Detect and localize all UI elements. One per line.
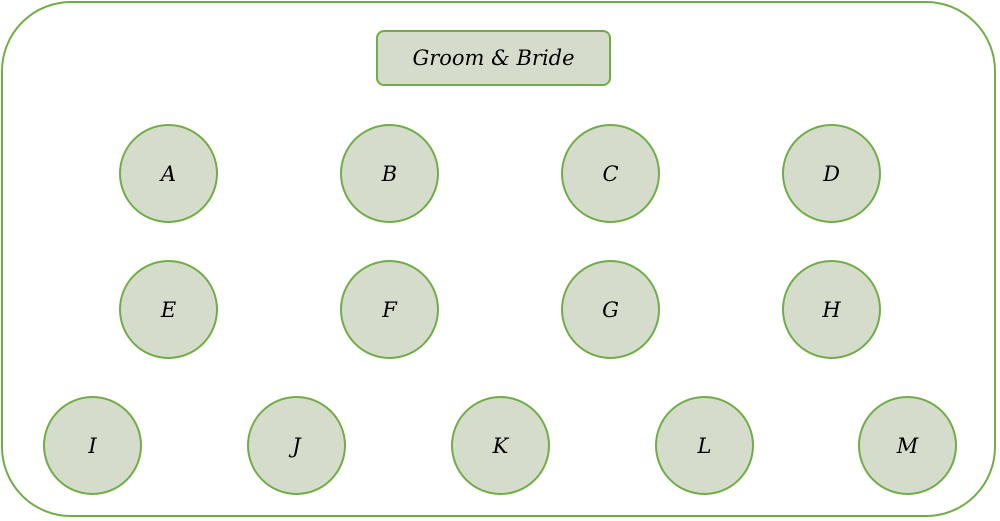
table-c: C xyxy=(561,124,660,223)
table-i-label: I xyxy=(88,433,97,458)
table-m-label: M xyxy=(896,433,919,458)
table-f: F xyxy=(340,260,439,359)
table-i: I xyxy=(43,396,142,495)
table-g: G xyxy=(561,260,660,359)
table-d-label: D xyxy=(823,161,840,186)
table-c-label: C xyxy=(602,161,619,186)
table-d: D xyxy=(782,124,881,223)
table-a: A xyxy=(119,124,218,223)
table-j-label: J xyxy=(292,433,301,458)
table-l: L xyxy=(655,396,754,495)
table-f-label: F xyxy=(382,297,397,322)
table-m: M xyxy=(858,396,957,495)
table-b-label: B xyxy=(381,161,398,186)
table-k: K xyxy=(451,396,550,495)
table-l-label: L xyxy=(697,433,712,458)
table-e: E xyxy=(119,260,218,359)
table-h-label: H xyxy=(822,297,841,322)
table-a-label: A xyxy=(160,161,177,186)
table-j: J xyxy=(247,396,346,495)
table-k-label: K xyxy=(492,433,509,458)
head-table-label: Groom & Bride xyxy=(412,46,575,70)
table-h: H xyxy=(782,260,881,359)
table-g-label: G xyxy=(602,297,619,322)
table-e-label: E xyxy=(160,297,177,322)
table-b: B xyxy=(340,124,439,223)
head-table: Groom & Bride xyxy=(376,30,611,86)
